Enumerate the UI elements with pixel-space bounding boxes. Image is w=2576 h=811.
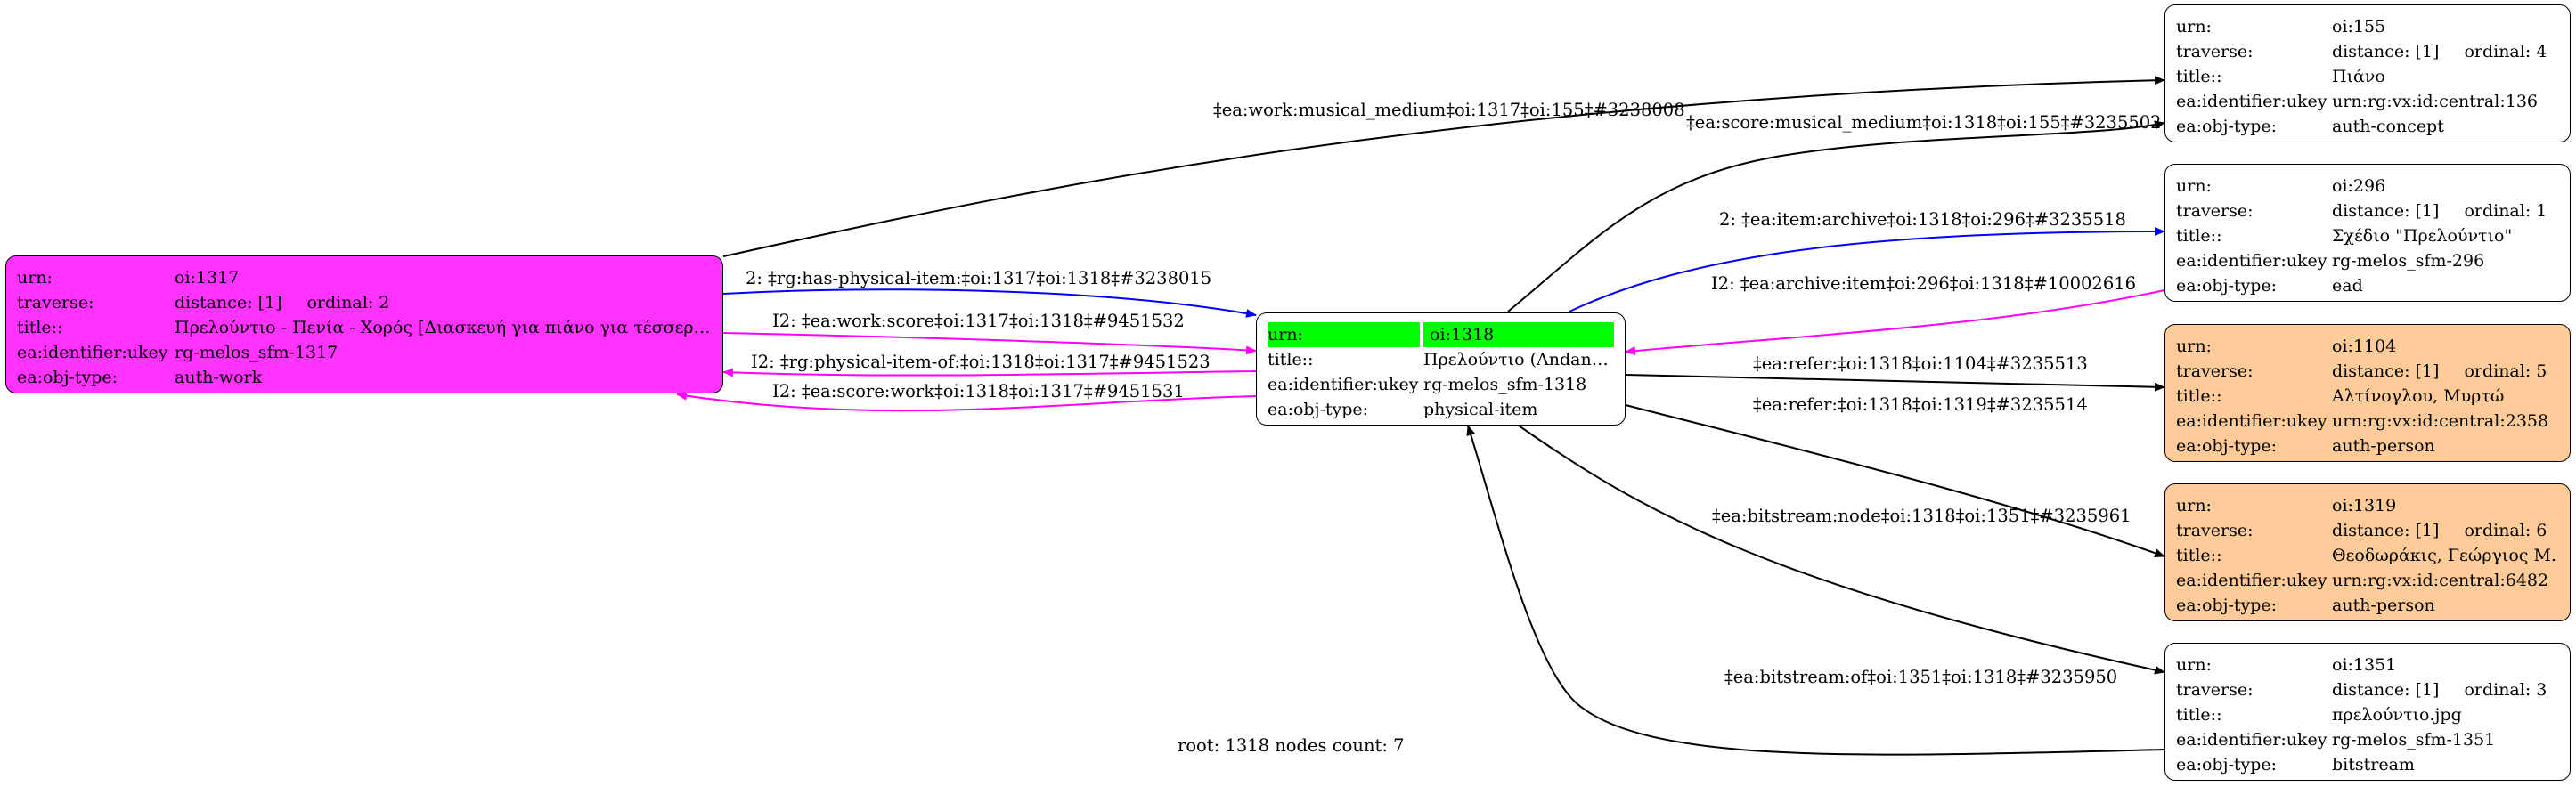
field-title: title::Πρελούντιο (Andante) xyxy=(1268,350,1614,369)
node-oi-1104[interactable]: urn:oi:1104 traverse:distance: [1]ordina… xyxy=(2164,324,2571,462)
edge-label-physical-item-of: I2: ‡rg:physical-item-of:‡oi:1318‡oi:131… xyxy=(751,352,1211,372)
edge-bitstream-of xyxy=(1466,425,2165,756)
field-obj-type: ea:obj-type:ead xyxy=(2176,276,2363,296)
node-oi-1319[interactable]: urn:oi:1319 traverse:distance: [1]ordina… xyxy=(2164,483,2571,621)
node-oi-155[interactable]: urn:oi:155 traverse:distance: [1]ordinal… xyxy=(2164,4,2571,142)
field-traverse: traverse:distance: [1]ordinal: 3 xyxy=(2176,680,2547,700)
node-oi-1351[interactable]: urn:oi:1351 traverse:distance: [1]ordina… xyxy=(2164,643,2571,781)
field-title: title::πρελούντιο.jpg xyxy=(2176,705,2462,725)
edge-bitstream-node xyxy=(1518,425,2165,675)
edge-label-refer-1319: ‡ea:refer:‡oi:1318‡oi:1319‡#3235514 xyxy=(1753,394,2088,415)
edge-archive-item xyxy=(1625,289,2165,356)
edge-label-has-physical-item: 2: ‡rg:has-physical-item:‡oi:1317‡oi:131… xyxy=(746,268,1212,288)
field-obj-type: ea:obj-type:auth-work xyxy=(17,368,263,387)
node-oi-1317[interactable]: urn:oi:1317 traverse:distance: [1]ordina… xyxy=(5,255,723,393)
field-urn: urn:oi:1318 xyxy=(1268,322,1614,347)
edge-label-work-score: I2: ‡ea:work:score‡oi:1317‡oi:1318‡#9451… xyxy=(772,311,1185,331)
field-traverse: traverse:distance: [1]ordinal: 4 xyxy=(2176,42,2547,61)
edge-score-medium xyxy=(1507,120,2165,312)
edge-physical-item-of xyxy=(722,368,1257,377)
edge-label-refer-1104: ‡ea:refer:‡oi:1318‡oi:1104‡#3235513 xyxy=(1753,353,2088,374)
field-urn: urn:oi:1104 xyxy=(2176,337,2397,356)
edge-label-item-archive: 2: ‡ea:item:archive‡oi:1318‡oi:296‡#3235… xyxy=(1719,209,2126,230)
field-urn: urn:oi:155 xyxy=(2176,17,2386,36)
edge-refer-1319 xyxy=(1625,404,2165,557)
field-traverse: traverse:distance: [1]ordinal: 5 xyxy=(2176,361,2547,381)
edge-label-score-work: I2: ‡ea:score:work‡oi:1318‡oi:1317‡#9451… xyxy=(772,381,1185,401)
field-urn: urn:oi:296 xyxy=(2176,176,2386,196)
field-traverse: traverse:distance: [1]ordinal: 1 xyxy=(2176,201,2547,221)
edge-label-work-medium: ‡ea:work:musical_medium‡oi:1317‡oi:155‡#… xyxy=(1213,100,1685,120)
edge-label-score-medium: ‡ea:score:musical_medium‡oi:1318‡oi:155‡… xyxy=(1686,112,2162,133)
field-urn: urn:oi:1317 xyxy=(17,268,240,288)
field-urn: urn:oi:1319 xyxy=(2176,496,2397,515)
edge-item-archive xyxy=(1569,227,2165,312)
edge-label-bitstream-of: ‡ea:bitstream:of‡oi:1351‡oi:1318‡#323595… xyxy=(1724,667,2118,687)
edge-label-bitstream-node: ‡ea:bitstream:node‡oi:1318‡oi:1351‡#3235… xyxy=(1712,506,2132,526)
field-traverse: traverse:distance: [1]ordinal: 2 xyxy=(17,293,390,312)
field-urn: urn:oi:1351 xyxy=(2176,655,2397,675)
edge-work-score xyxy=(722,332,1257,355)
field-obj-type: ea:obj-type:bitstream xyxy=(2176,755,2415,775)
edge-score-work xyxy=(676,391,1257,412)
node-oi-1318[interactable]: urn:oi:1318 title::Πρελούντιο (Andante) … xyxy=(1256,312,1626,426)
field-obj-type: ea:obj-type:physical-item xyxy=(1268,400,1538,419)
graph-footer: root: 1318 nodes count: 7 xyxy=(1178,735,1405,756)
field-obj-type: ea:obj-type:auth-person xyxy=(2176,436,2435,456)
field-obj-type: ea:obj-type:auth-concept xyxy=(2176,117,2444,136)
edge-label-archive-item: I2: ‡ea:archive:item‡oi:296‡oi:1318‡#100… xyxy=(1711,273,2137,294)
field-title: title::Σχέδιο "Πρελούντιο" xyxy=(2176,226,2513,246)
field-title: title::Θεοδωράκις, Γεώργιος Μ. xyxy=(2176,546,2556,565)
field-obj-type: ea:obj-type:auth-person xyxy=(2176,596,2435,615)
edge-refer-1104 xyxy=(1625,374,2165,392)
field-traverse: traverse:distance: [1]ordinal: 6 xyxy=(2176,521,2547,540)
node-oi-296[interactable]: urn:oi:296 traverse:distance: [1]ordinal… xyxy=(2164,164,2571,302)
edge-work-medium xyxy=(722,76,2165,257)
field-title: title::Πρελούντιο - Πενία - Χορός [Διασκ… xyxy=(17,318,712,337)
field-title: title::Αλτίνογλου, Μυρτώ xyxy=(2176,386,2505,406)
edge-has-physical-item xyxy=(722,288,1257,318)
field-title: title::Πιάνο xyxy=(2176,67,2385,86)
